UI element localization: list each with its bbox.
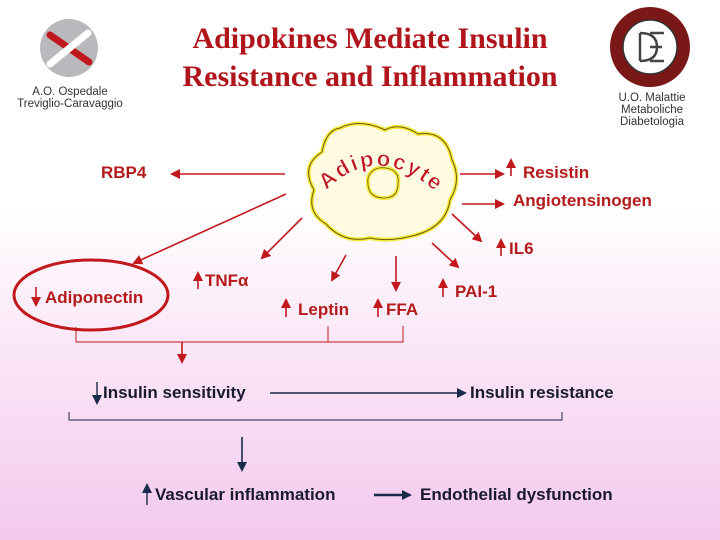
title-line-1: Adipokines Mediate Insulin xyxy=(192,22,548,55)
label-vascular-inflammation: Vascular inflammation xyxy=(155,485,336,504)
diabetology-seal-logo xyxy=(610,7,690,87)
red-arrows xyxy=(132,169,505,292)
title-line-2: Resistance and Inflammation xyxy=(182,60,558,93)
arrow-to-leptin xyxy=(331,254,347,282)
dark-arrows xyxy=(68,382,563,505)
label-tnf-alpha: TNFα xyxy=(205,271,249,290)
label-resistin: Resistin xyxy=(523,163,590,182)
label-angiotensinogen: Angiotensinogen xyxy=(513,191,652,210)
arrow-to-il6 xyxy=(451,213,483,243)
adipocyte-cell: Adipocyte xyxy=(306,121,459,242)
hospital-caption: A.O. Ospedale Treviglio-Caravaggio xyxy=(17,86,123,110)
page-title: Adipokines Mediate Insulin Resistance an… xyxy=(130,20,610,96)
label-pai1: PAI-1 xyxy=(455,282,498,301)
adiponectin-highlight xyxy=(12,258,170,332)
arrow-to-tnf xyxy=(260,217,303,260)
arrow-to-pai1 xyxy=(431,242,460,269)
label-insulin-resistance: Insulin resistance xyxy=(470,383,614,402)
label-endothelial-dysfunction: Endothelial dysfunction xyxy=(420,485,613,504)
hospital-logo xyxy=(40,19,98,77)
bracket-upper xyxy=(75,326,404,364)
label-ffa: FFA xyxy=(386,300,419,319)
label-rbp4: RBP4 xyxy=(101,163,147,182)
label-adiponectin: Adiponectin xyxy=(45,288,144,307)
bracket-lower xyxy=(68,412,563,421)
label-leptin: Leptin xyxy=(298,300,349,319)
diabetology-caption: U.O. Malattie Metaboliche Diabetologia xyxy=(618,92,686,128)
arrow-to-adiponectin xyxy=(132,193,287,265)
change-indicators xyxy=(31,158,516,317)
label-il6: IL6 xyxy=(509,239,534,258)
label-insulin-sensitivity: Insulin sensitivity xyxy=(103,383,246,402)
